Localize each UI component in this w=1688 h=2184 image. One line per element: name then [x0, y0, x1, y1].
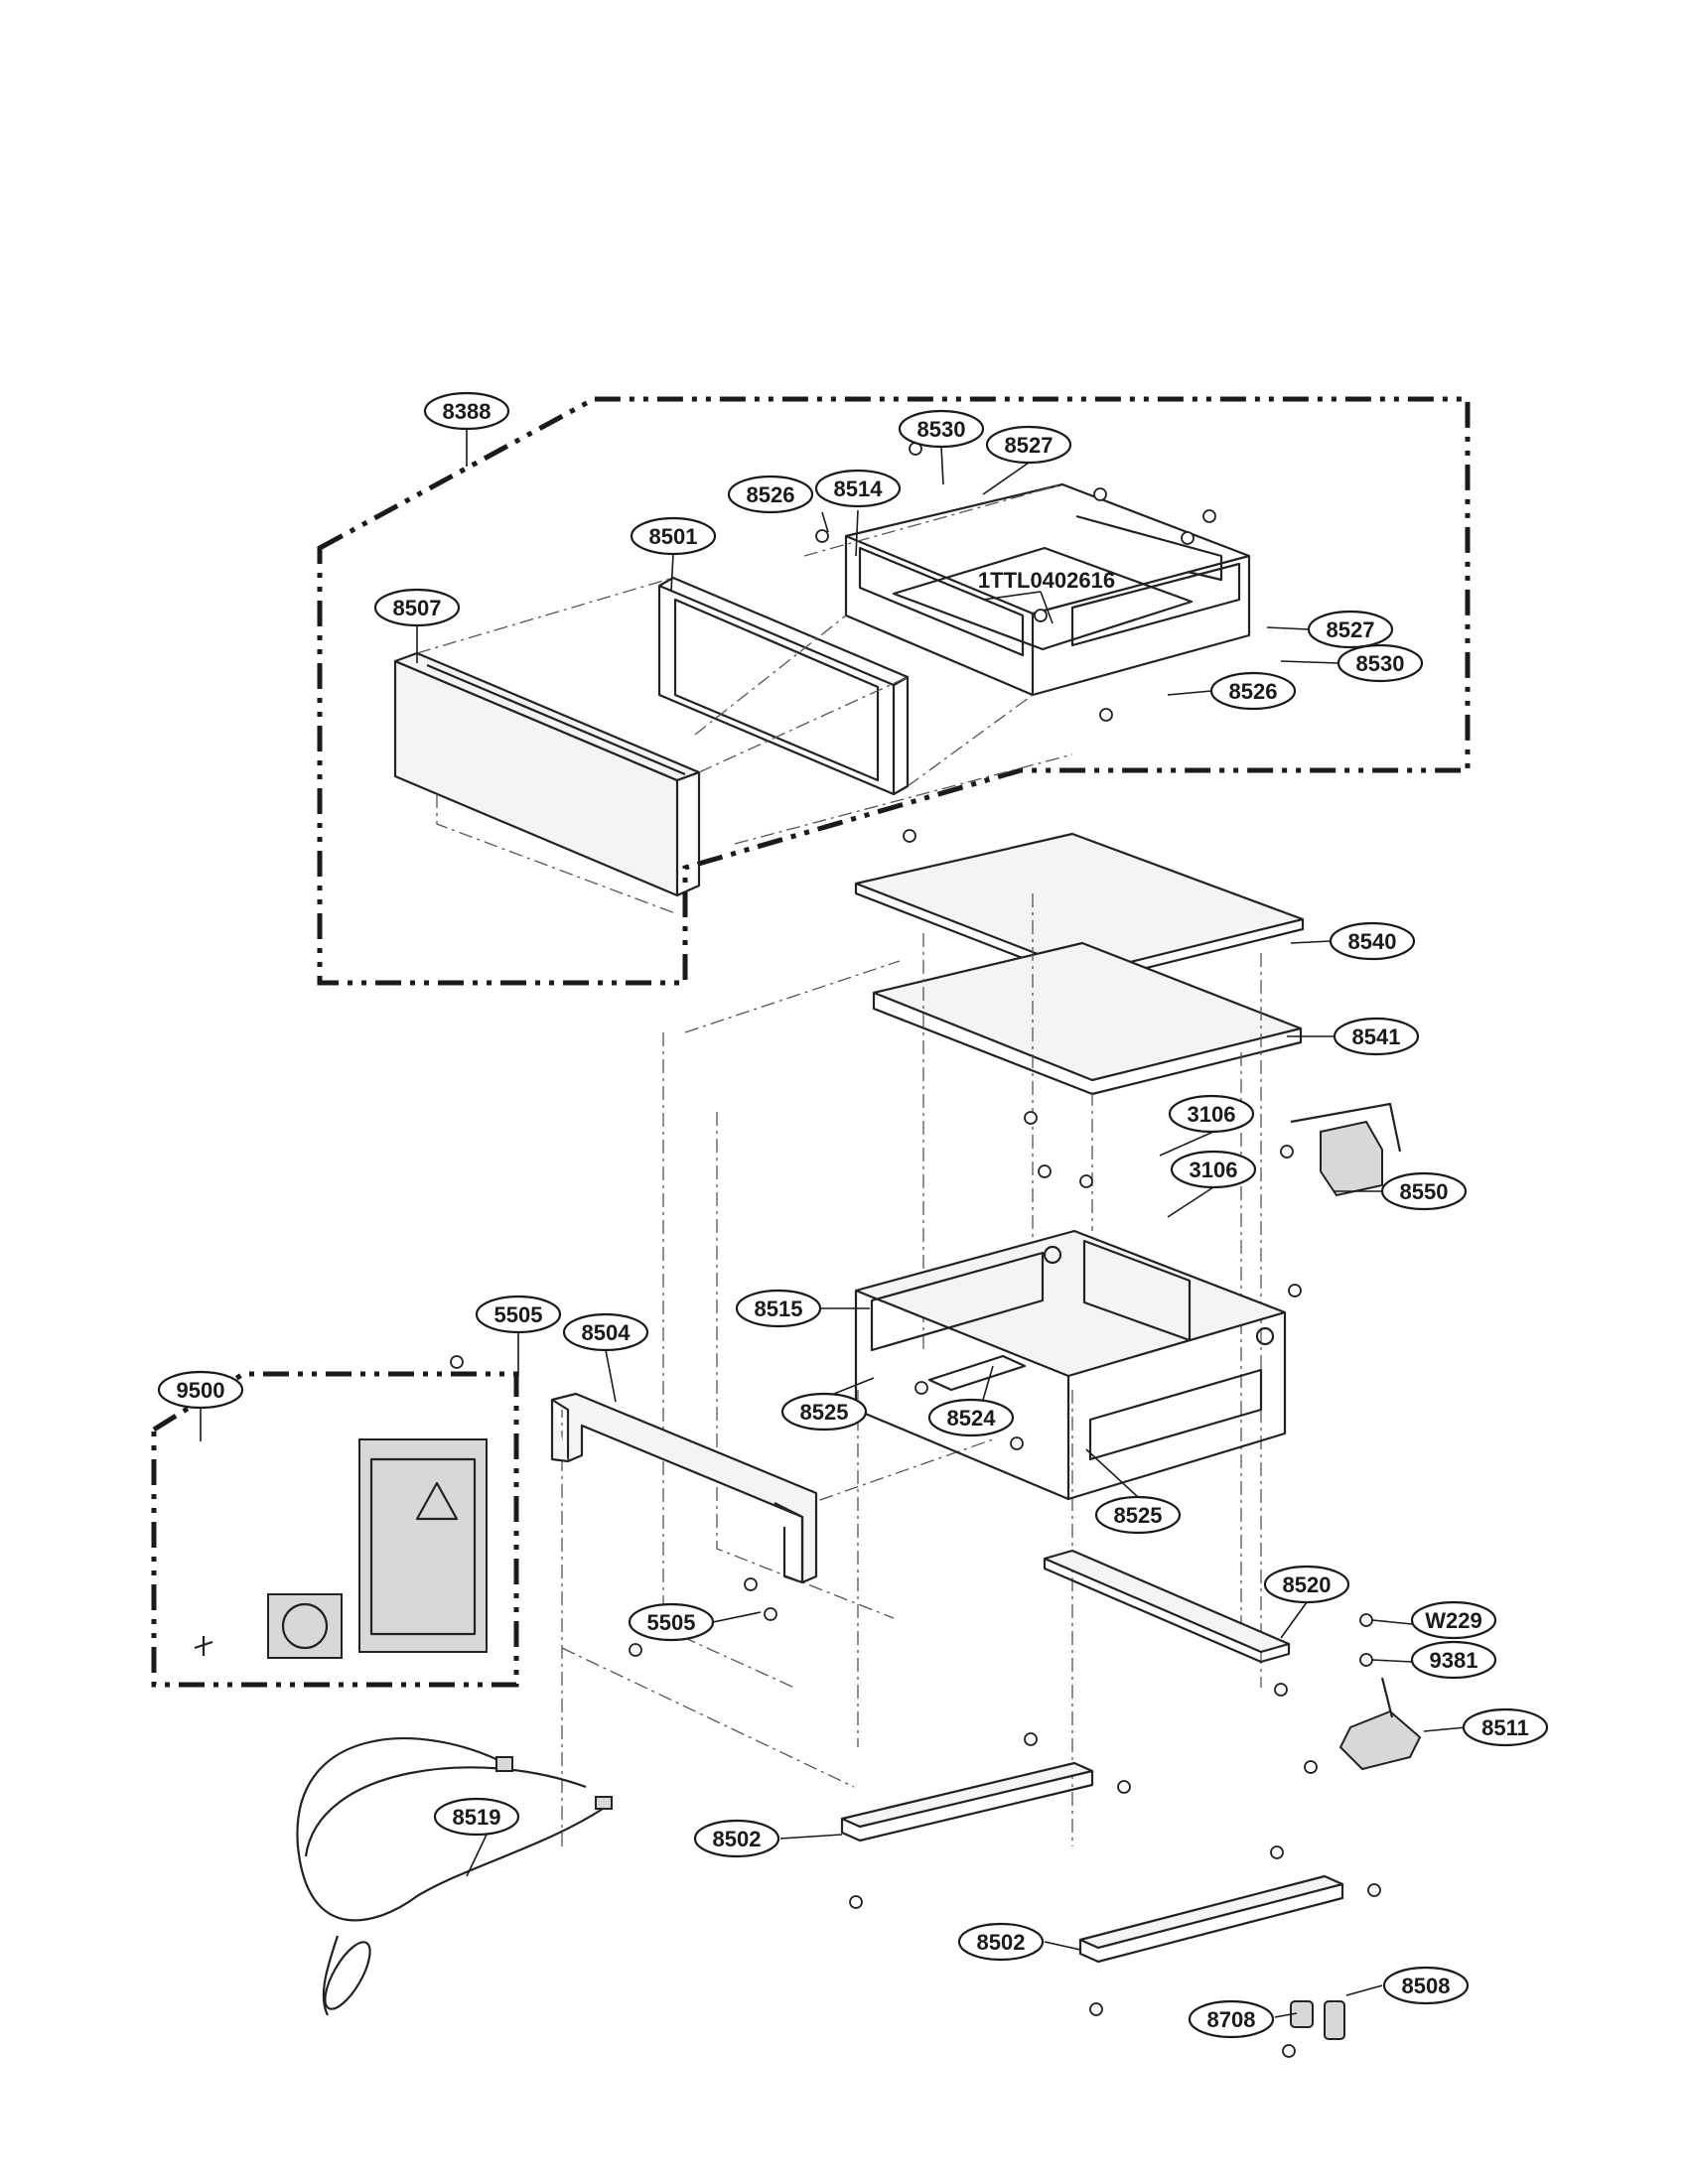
callout-text: 1TTL0402616 [978, 568, 1115, 593]
slide-rail-lower [1078, 1874, 1344, 1964]
callout-text: 8519 [453, 1805, 501, 1830]
callout-text: 8527 [1005, 433, 1054, 458]
callout-text: W229 [1425, 1608, 1481, 1633]
callout-8504: 8504 [562, 1312, 649, 1352]
callout-text: 3106 [1188, 1102, 1236, 1127]
callout-8515: 8515 [735, 1289, 822, 1328]
front-frame [550, 1392, 818, 1584]
callout-8525-left: 8525 [780, 1392, 868, 1432]
cavity-box [854, 1229, 1287, 1501]
callout-text: 8527 [1327, 617, 1375, 642]
callout-w229: W229 [1410, 1600, 1497, 1640]
drawer-front-panel [393, 651, 701, 897]
callout-text: 8524 [947, 1406, 997, 1431]
callout-text: 5505 [494, 1302, 543, 1327]
callout-8519: 8519 [433, 1797, 520, 1837]
callout-8524: 8524 [927, 1398, 1015, 1437]
callout-8502-lower: 8502 [957, 1922, 1045, 1962]
bracket-part [1290, 1102, 1402, 1197]
callout-8501: 8501 [630, 516, 717, 556]
callout-9381: 9381 [1410, 1640, 1497, 1680]
callout-text: 8508 [1402, 1974, 1451, 1998]
callout-text: 5505 [647, 1610, 696, 1635]
drawer-front-frame [657, 576, 910, 796]
lower-plate [872, 941, 1303, 1096]
callout-text: 8514 [834, 477, 884, 501]
callout-8507: 8507 [373, 588, 461, 627]
hinge-bracket [1338, 1677, 1422, 1771]
callout-text: 9381 [1430, 1648, 1478, 1673]
callout-1ttl0402616: 1TTL0402616 [978, 568, 1115, 593]
callout-text: 8550 [1400, 1179, 1449, 1204]
callout-text: 8502 [977, 1930, 1026, 1955]
tray-part [1043, 1549, 1291, 1664]
callout-9500: 9500 [157, 1370, 244, 1410]
callout-8511: 8511 [1462, 1707, 1549, 1747]
callout-text: 8504 [582, 1320, 632, 1345]
callout-8541: 8541 [1333, 1017, 1420, 1056]
callout-text: 8541 [1352, 1024, 1401, 1049]
callout-8527-top: 8527 [985, 425, 1072, 465]
callout-text: 8540 [1348, 929, 1397, 954]
callout-text: 8525 [1114, 1503, 1163, 1528]
callout-3106-upper: 3106 [1168, 1094, 1255, 1134]
accessory-kit-contents [194, 1438, 488, 1659]
screws [450, 442, 1381, 2058]
callout-8540: 8540 [1329, 921, 1416, 961]
wire-harness [296, 1737, 613, 2016]
callout-text: 8520 [1283, 1572, 1332, 1597]
callout-text: 8526 [1229, 679, 1278, 704]
callout-text: 8530 [917, 417, 966, 442]
callout-8526-top: 8526 [727, 475, 814, 514]
callout-5505-upper: 5505 [475, 1295, 562, 1334]
leveling-foot [1290, 2000, 1345, 2040]
drawer-projection-lines [416, 483, 1073, 914]
callout-text: 8708 [1207, 2007, 1256, 2032]
callout-text: 8507 [393, 596, 442, 620]
callout-8527-right: 8527 [1307, 610, 1394, 649]
callout-3106-lower: 3106 [1170, 1150, 1257, 1189]
callout-text: 8388 [443, 399, 492, 424]
callout-text: 8530 [1356, 651, 1405, 676]
callout-8550: 8550 [1380, 1171, 1468, 1211]
leader-lines [200, 429, 1467, 2018]
callout-text: 8525 [800, 1400, 849, 1425]
group-boundary-8388 [317, 396, 1471, 986]
callout-text: 9500 [177, 1378, 225, 1403]
callout-8530-right: 8530 [1336, 643, 1424, 683]
callout-text: 8511 [1481, 1715, 1529, 1740]
callout-text: 8526 [747, 482, 795, 507]
callout-8520: 8520 [1263, 1565, 1350, 1604]
callout-8708: 8708 [1188, 1999, 1275, 2039]
callout-text: 3106 [1190, 1158, 1238, 1182]
callout-8530-top: 8530 [898, 409, 985, 449]
callout-8526-right: 8526 [1209, 671, 1297, 711]
callout-text: 8502 [713, 1827, 762, 1851]
callout-8525-right: 8525 [1094, 1495, 1182, 1535]
callout-8508: 8508 [1382, 1966, 1470, 2005]
callout-8388: 8388 [423, 391, 510, 431]
callout-text: 8515 [755, 1297, 803, 1321]
callout-8502-upper: 8502 [693, 1819, 780, 1858]
callout-text: 8501 [649, 524, 698, 549]
callout-5505-lower: 5505 [628, 1602, 715, 1642]
callout-8514: 8514 [814, 469, 902, 508]
slide-rail-upper [840, 1761, 1094, 1843]
